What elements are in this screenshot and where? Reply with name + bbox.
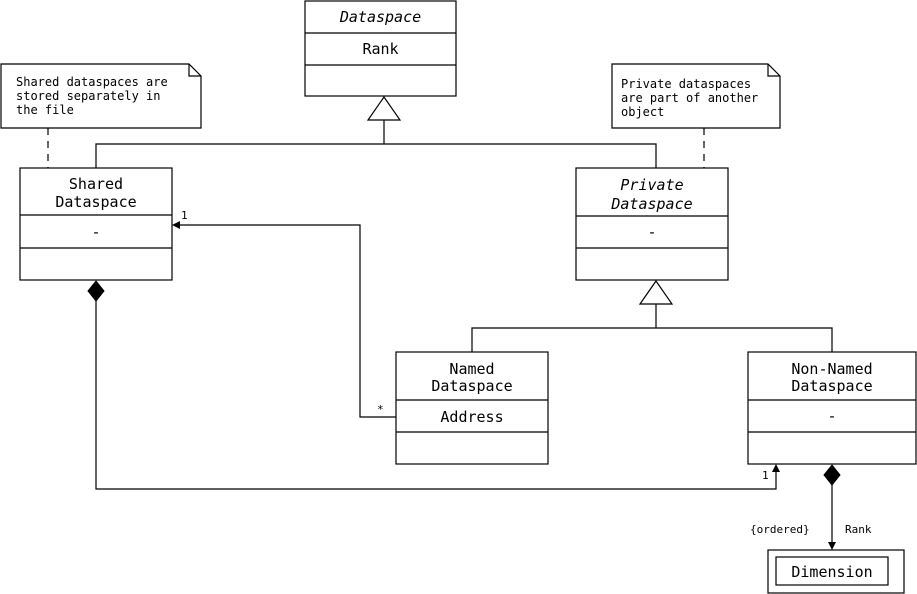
class-name-line2: Dataspace bbox=[791, 377, 872, 395]
class-private-dataspace[interactable]: Private Dataspace - bbox=[575, 167, 729, 281]
composition-nonnamed-to-dimension: {ordered} Rank bbox=[750, 464, 872, 550]
class-named-dataspace[interactable]: Named Dataspace Address bbox=[395, 351, 549, 465]
note-line: stored separately in bbox=[16, 89, 161, 103]
class-name-line1: Named bbox=[449, 360, 494, 378]
composition-diamond bbox=[87, 280, 105, 302]
multiplicity-label: 1 bbox=[762, 469, 769, 482]
multiplicity-label: 1 bbox=[181, 209, 188, 222]
class-attribute: - bbox=[827, 407, 836, 425]
class-name-line1: Non-Named bbox=[791, 360, 872, 378]
class-name: Dataspace bbox=[339, 8, 421, 26]
navigability-arrow bbox=[828, 542, 836, 550]
note-line: object bbox=[621, 105, 664, 119]
note-shared-dataspaces: Shared dataspaces are stored separately … bbox=[0, 63, 202, 129]
class-attribute: - bbox=[647, 223, 656, 241]
navigability-arrow bbox=[772, 464, 780, 472]
class-dataspace[interactable]: Dataspace Rank bbox=[304, 0, 457, 97]
class-name-line2: Dataspace bbox=[55, 193, 136, 211]
class-attribute: Address bbox=[440, 408, 503, 426]
multiplicity-label: * bbox=[377, 403, 384, 416]
class-name: Dimension bbox=[791, 563, 872, 581]
note-line: Shared dataspaces are bbox=[16, 75, 168, 89]
navigability-arrow bbox=[172, 221, 180, 229]
note-private-dataspaces: Private dataspaces are part of another o… bbox=[611, 63, 781, 129]
note-line: Private dataspaces bbox=[621, 77, 751, 91]
class-non-named-dataspace[interactable]: Non-Named Dataspace - bbox=[747, 351, 917, 465]
class-shared-dataspace[interactable]: Shared Dataspace - bbox=[19, 167, 173, 281]
class-name-line2: Dataspace bbox=[610, 195, 692, 213]
generalization-private-dataspace bbox=[471, 279, 833, 352]
ordered-constraint-label: {ordered} bbox=[750, 523, 810, 536]
inheritance-triangle bbox=[366, 95, 402, 121]
class-attribute: Rank bbox=[362, 40, 398, 58]
generalization-dataspace bbox=[95, 95, 657, 168]
class-name-line1: Private bbox=[620, 176, 683, 194]
role-label-rank: Rank bbox=[845, 523, 872, 536]
note-line: are part of another bbox=[621, 91, 758, 105]
inheritance-triangle bbox=[638, 279, 674, 305]
class-name-line2: Dataspace bbox=[431, 377, 512, 395]
composition-diamond bbox=[823, 464, 841, 486]
association-named-to-shared: 1 * bbox=[172, 209, 396, 418]
class-attribute: - bbox=[91, 223, 100, 241]
note-line: the file bbox=[16, 103, 74, 117]
composition-shared-to-nonnamed: 1 bbox=[87, 280, 780, 490]
class-name-line1: Shared bbox=[69, 175, 123, 193]
class-dimension[interactable]: Dimension bbox=[767, 549, 905, 594]
